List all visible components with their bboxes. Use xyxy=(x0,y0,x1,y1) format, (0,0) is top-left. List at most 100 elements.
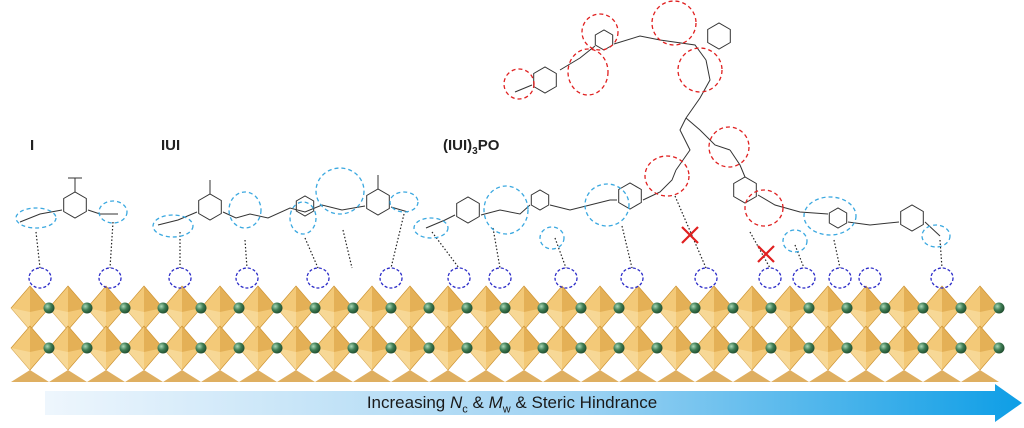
octahedron-face xyxy=(771,348,790,370)
surface-site-circle xyxy=(306,267,330,289)
octahedron-face xyxy=(239,348,258,370)
cation-sphere xyxy=(81,302,93,314)
octahedron-face xyxy=(125,308,144,330)
functional-group-circle xyxy=(644,155,690,197)
molecule-label-iui3po: (IUI)3PO xyxy=(443,137,500,157)
ring-skeleton xyxy=(618,182,642,210)
functional-group-circle xyxy=(803,196,857,236)
cation-sphere xyxy=(461,342,473,354)
octahedron-face xyxy=(543,308,562,330)
octahedron-face xyxy=(353,308,372,330)
binding-line xyxy=(304,237,319,269)
cation-sphere xyxy=(841,302,853,314)
functional-group-circle xyxy=(782,229,808,253)
binding-line xyxy=(749,231,771,269)
functional-group-circle xyxy=(413,217,449,239)
cation-sphere xyxy=(157,302,169,314)
functional-group-circle xyxy=(539,226,565,250)
octahedron-face xyxy=(315,308,334,330)
cation-sphere xyxy=(423,342,435,354)
octahedron-face xyxy=(961,308,980,330)
functional-group-circle xyxy=(228,191,262,229)
octahedron-edge xyxy=(847,370,885,382)
octahedron-edge xyxy=(125,370,163,382)
cation-sphere xyxy=(385,342,397,354)
cation-sphere xyxy=(993,302,1005,314)
surface-site-circle xyxy=(758,267,782,289)
chain-skeleton xyxy=(757,194,829,215)
cation-sphere xyxy=(917,342,929,354)
cation-sphere xyxy=(765,302,777,314)
octahedron-face xyxy=(429,308,448,330)
octahedron-face xyxy=(391,308,410,330)
cation-sphere xyxy=(917,302,929,314)
surface-site-circle xyxy=(235,267,259,289)
octahedron-face xyxy=(391,348,410,370)
octahedron-face xyxy=(809,308,828,330)
chain-skeleton xyxy=(222,204,366,219)
functional-group-circle xyxy=(15,207,57,229)
octahedron-face xyxy=(923,308,942,330)
surface-site-circle xyxy=(98,267,122,289)
octahedron-face xyxy=(277,308,296,330)
binding-line xyxy=(794,244,805,269)
octahedron-edge xyxy=(885,370,923,382)
surface-site-circle xyxy=(168,267,192,289)
octahedron-face xyxy=(49,348,68,370)
cation-sphere xyxy=(499,302,511,314)
functional-group-circle xyxy=(584,183,630,227)
cation-sphere xyxy=(993,342,1005,354)
cation-sphere xyxy=(347,342,359,354)
octahedron-edge xyxy=(809,370,847,382)
cation-sphere xyxy=(879,342,891,354)
cation-sphere xyxy=(195,342,207,354)
surface-site-circle xyxy=(858,267,882,289)
octahedron-face xyxy=(49,308,68,330)
ring-skeleton xyxy=(530,189,550,211)
octahedron-face xyxy=(885,308,904,330)
octahedron-face xyxy=(11,348,30,370)
surface-site-circle xyxy=(828,267,852,289)
cation-sphere xyxy=(347,302,359,314)
chain-skeleton xyxy=(685,59,711,119)
functional-group-circle xyxy=(921,224,951,248)
molecule-structures xyxy=(19,22,941,237)
chain-skeleton xyxy=(390,206,409,213)
chain-skeleton xyxy=(480,204,531,216)
functional-group-circle xyxy=(708,126,750,168)
octahedron-face xyxy=(87,308,106,330)
octahedron-edge xyxy=(543,370,581,382)
octahedron-edge xyxy=(87,370,125,382)
octahedron-face xyxy=(581,308,600,330)
binding-lines xyxy=(35,195,943,269)
octahedron-face xyxy=(809,348,828,370)
octahedron-face xyxy=(695,348,714,370)
octahedron-face xyxy=(201,308,220,330)
chain-skeleton xyxy=(157,211,198,226)
octahedron-face xyxy=(619,348,638,370)
octahedron-face xyxy=(239,308,258,330)
cation-sphere xyxy=(271,342,283,354)
octahedron-face xyxy=(125,348,144,370)
functional-group-circle xyxy=(677,47,723,93)
cation-sphere xyxy=(119,302,131,314)
functional-group-circle xyxy=(98,200,128,224)
chain-skeleton xyxy=(514,84,533,93)
octahedron-edge xyxy=(239,370,277,382)
functional-group-circle xyxy=(389,191,419,213)
ring-skeleton xyxy=(295,195,315,217)
chain-skeleton xyxy=(847,221,900,226)
octahedron-edge xyxy=(163,370,201,382)
chain-skeleton xyxy=(924,221,941,237)
functional-group-circles xyxy=(15,0,951,253)
octahedron-face xyxy=(543,348,562,370)
chain-skeleton xyxy=(549,199,617,211)
cation-sphere xyxy=(499,342,511,354)
binding-line xyxy=(342,229,353,269)
cation-sphere xyxy=(537,342,549,354)
octahedron-edge xyxy=(391,370,429,382)
cation-sphere xyxy=(385,302,397,314)
cation-sphere xyxy=(575,342,587,354)
octahedron-face xyxy=(11,308,30,330)
